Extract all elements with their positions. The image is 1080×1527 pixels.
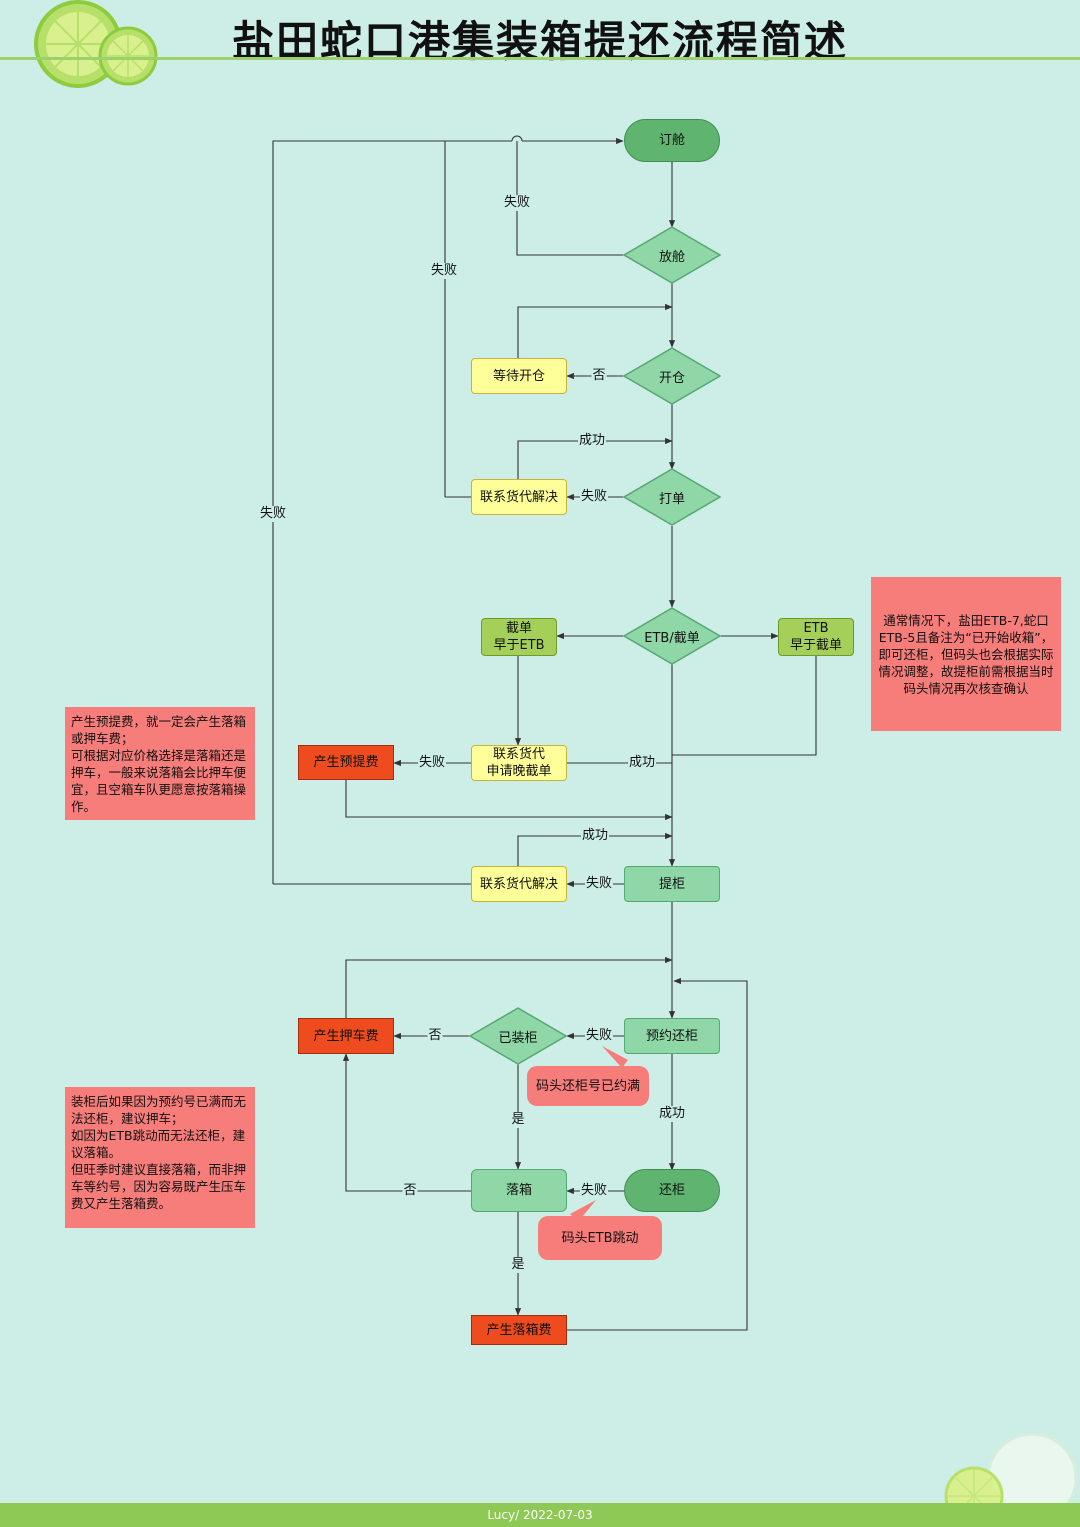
edge-back-to-order <box>272 140 512 884</box>
decision-print: 打单 <box>658 491 685 507</box>
node-apply-late-cut: 联系货代 申请晚截单 <box>471 745 567 781</box>
decision-open: 开仓 <box>658 370 685 386</box>
label-loaded-no: 否 <box>427 1028 443 1044</box>
edge-prefee-spine <box>345 780 673 821</box>
note-return-advice: 装柜后如果因为预约号已满而无法还柜，建议押车； 如因为ETB跳动而无法还柜，建议… <box>65 1087 255 1228</box>
decision-release-shape <box>622 226 722 284</box>
node-pickup: 提柜 <box>624 866 720 902</box>
note-etb-explanation: 通常情况下，盐田ETB-7,蛇口ETB-5且备注为“已开始收箱”，即可还柜，但码… <box>871 577 1061 731</box>
note-return-slot-full: 码头还柜号已约满 <box>527 1066 649 1106</box>
label-drop-yes: 是 <box>510 1257 526 1273</box>
edge-contact2-success <box>517 832 673 866</box>
node-book-return: 预约还柜 <box>624 1018 720 1054</box>
node-drop-fee: 产生落箱费 <box>471 1315 567 1345</box>
node-drop-box: 落箱 <box>471 1169 567 1212</box>
label-print-fail: 失败 <box>579 489 609 505</box>
label-open-no: 否 <box>591 368 607 384</box>
edge-wait-loop <box>517 303 673 358</box>
decision-loaded-shape <box>468 1007 568 1065</box>
edge-release-fail <box>516 141 625 256</box>
label-contact1-fail: 失败 <box>429 263 459 279</box>
label-contact2-success: 成功 <box>580 828 610 844</box>
node-contact-forwarder-2: 联系货代解决 <box>471 866 567 902</box>
label-loaded-yes: 是 <box>510 1112 526 1128</box>
decision-print-shape <box>622 468 722 526</box>
edge-etbbefore-spine <box>672 656 817 756</box>
label-latecut-fail: 失败 <box>417 755 447 771</box>
node-return: 还柜 <box>624 1169 720 1212</box>
edge-contact1-success <box>517 437 673 479</box>
label-drop-no: 否 <box>402 1183 418 1199</box>
label-release-fail: 失败 <box>502 195 532 211</box>
footer-author-date: Lucy/ 2022-07-03 <box>0 1503 1080 1527</box>
node-detention-fee: 产生押车费 <box>298 1018 394 1054</box>
decision-etb-cut: ETB/截单 <box>644 630 700 646</box>
edge-drop-no <box>342 1053 471 1192</box>
decision-loaded: 已装柜 <box>498 1030 538 1046</box>
label-book-fail: 失败 <box>584 1028 614 1044</box>
decision-open-shape <box>622 347 722 405</box>
label-return-fail: 失败 <box>579 1183 609 1199</box>
label-latecut-success: 成功 <box>627 755 657 771</box>
note-etb-jump: 码头ETB跳动 <box>538 1216 662 1260</box>
node-wait-open: 等待开仓 <box>471 358 567 394</box>
title-rule <box>0 57 1080 60</box>
label-contact1-success: 成功 <box>577 433 607 449</box>
label-contact2-fail: 失败 <box>258 506 288 522</box>
label-book-success: 成功 <box>657 1106 687 1122</box>
decision-release: 放舱 <box>658 249 685 265</box>
node-pre-pickup-fee: 产生预提费 <box>298 745 394 780</box>
node-etb-before-cut: ETB 早于截单 <box>778 618 854 656</box>
lemon-decoration-top <box>34 0 158 88</box>
decision-etb-shape <box>622 607 722 665</box>
callout-tail-full <box>602 1046 628 1068</box>
node-order: 订舱 <box>624 119 720 162</box>
note-pre-pickup-fee: 产生预提费，就一定会产生落箱或押车费； 可根据对应价格选择是落箱还是押车，一般来… <box>65 707 255 820</box>
edge-detention-loop <box>345 956 673 1018</box>
label-pickup-fail: 失败 <box>584 876 614 892</box>
node-cut-before-etb: 截单 早于ETB <box>481 618 557 656</box>
edge-dropfee-loop <box>566 977 748 1331</box>
node-contact-forwarder-1: 联系货代解决 <box>471 479 567 515</box>
